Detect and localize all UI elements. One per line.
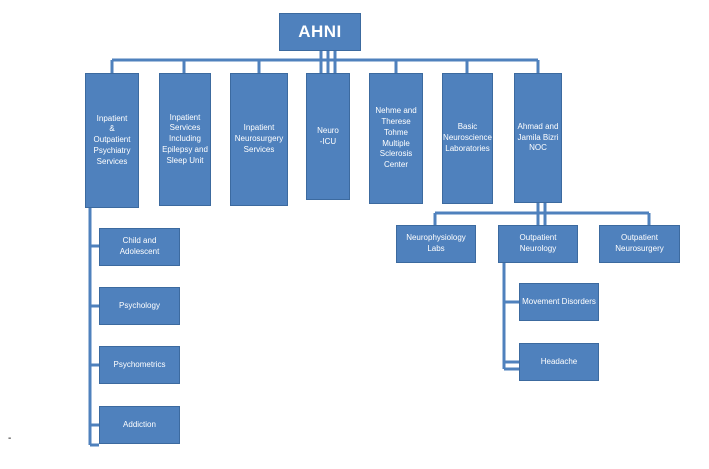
noc-child-label: Outpatient Neurology (519, 233, 557, 253)
dept-bizri-noc: Ahmad and Jamila Bizri NOC (514, 73, 562, 203)
dept-neuro-icu: Neuro -ICU (306, 73, 350, 200)
dept-neurosurgery-services: Inpatient Neurosurgery Services (230, 73, 288, 206)
psych-psychology: Psychology (99, 287, 180, 325)
psych-child-label: Psychology (119, 300, 160, 310)
dept-neuroscience-labs: Basic Neuroscience Laboratories (442, 73, 493, 204)
psych-child-adolescent: Child and Adolescent (99, 228, 180, 266)
root-node-label: AHNI (298, 21, 342, 41)
dept-label: Inpatient & Outpatient Psychiatry Servic… (93, 113, 131, 166)
noc-child-label: Outpatient Neurosurgery (615, 233, 664, 253)
dept-label: Ahmad and Jamila Bizri NOC (517, 121, 559, 153)
dept-label: Basic Neuroscience Laboratories (443, 122, 492, 153)
psych-child-label: Child and Adolescent (119, 236, 160, 256)
dept-label: Inpatient Services Including Epilepsy an… (162, 112, 208, 165)
dept-epilepsy-sleep: Inpatient Services Including Epilepsy an… (159, 73, 211, 206)
noc-outpatient-neurosurgery: Outpatient Neurosurgery (599, 225, 680, 263)
psych-child-label: Psychometrics (113, 359, 166, 369)
psych-psychometrics: Psychometrics (99, 346, 180, 384)
neuro-child-label: Movement Disorders (522, 296, 596, 306)
psych-addiction: Addiction (99, 406, 180, 444)
dept-label: Inpatient Neurosurgery Services (234, 123, 284, 154)
dept-label: Neuro -ICU (317, 125, 339, 146)
dept-label: Nehme and Therese Tohme Multiple Scleros… (375, 106, 417, 170)
psych-child-label: Addiction (123, 419, 156, 429)
noc-outpatient-neurology: Outpatient Neurology (498, 225, 578, 263)
neuro-child-label: Headache (540, 356, 578, 366)
noc-neurophysiology-labs: Neurophysiology Labs (396, 225, 476, 263)
neuro-movement-disorders: Movement Disorders (519, 283, 599, 321)
noc-child-label: Neurophysiology Labs (406, 233, 466, 253)
neuro-headache: Headache (519, 343, 599, 381)
dept-ms-center: Nehme and Therese Tohme Multiple Scleros… (369, 73, 423, 204)
stray-dash-mark: - (8, 433, 12, 444)
root-node-ahni: AHNI (279, 13, 361, 51)
dept-psychiatry-services: Inpatient & Outpatient Psychiatry Servic… (85, 73, 139, 208)
